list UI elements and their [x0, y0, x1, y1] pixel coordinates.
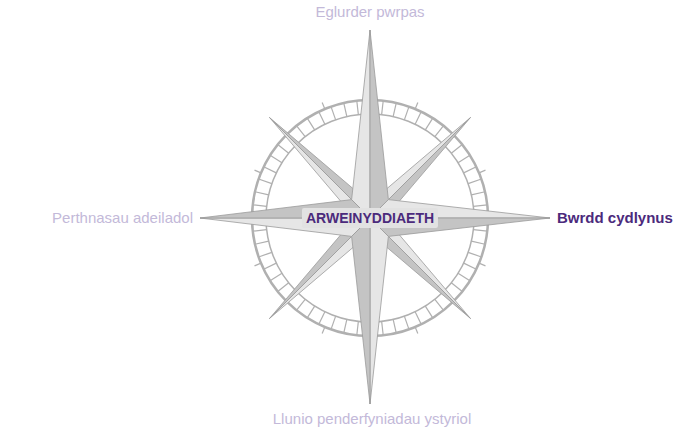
ring-tick — [344, 103, 347, 117]
star-point — [370, 218, 388, 404]
ring-tick — [435, 299, 444, 310]
ring-tick — [451, 283, 462, 292]
ring-tick — [451, 144, 462, 153]
ring-tick — [415, 103, 418, 109]
ring-tick — [473, 230, 487, 232]
direction-label: Bwrdd cydlynus — [557, 209, 673, 227]
direction-label: Eglurder pwrpas — [315, 3, 424, 21]
ring-tick — [479, 263, 485, 266]
ring-tick — [404, 107, 409, 120]
ring-tick — [344, 319, 347, 333]
ring-tick — [458, 155, 470, 162]
ring-tick — [307, 306, 314, 318]
ring-tick — [464, 263, 477, 269]
center-label: ARWEINYDDIAETH — [302, 208, 438, 228]
ring-tick — [382, 321, 384, 335]
ring-tick — [471, 192, 485, 195]
ring-tick — [331, 107, 336, 120]
ring-tick — [296, 299, 305, 310]
ring-tick — [468, 179, 481, 184]
ring-tick — [382, 101, 384, 115]
ring-tick — [479, 170, 485, 173]
ring-tick — [264, 263, 277, 269]
ring-tick — [357, 321, 359, 335]
ring-tick — [331, 316, 336, 329]
ring-tick — [473, 205, 487, 207]
ring-tick — [278, 283, 289, 292]
ring-tick — [255, 241, 269, 244]
star-point — [352, 218, 370, 404]
ring-tick — [357, 101, 359, 115]
ring-tick — [319, 312, 325, 325]
ring-tick — [458, 273, 470, 280]
ring-tick — [425, 306, 432, 318]
ring-tick — [471, 241, 485, 244]
ring-tick — [270, 155, 282, 162]
ring-tick — [296, 126, 305, 137]
ring-tick — [415, 327, 418, 333]
ring-tick — [468, 252, 481, 257]
ring-tick — [435, 126, 444, 137]
star-point — [370, 30, 388, 218]
ring-tick — [255, 170, 261, 173]
ring-tick — [404, 316, 409, 329]
ring-tick — [278, 144, 289, 153]
ring-tick — [415, 112, 421, 125]
direction-label: Llunio penderfyniadau ystyriol — [273, 410, 471, 428]
ring-tick — [255, 263, 261, 266]
ring-tick — [322, 327, 325, 333]
compass-star — [200, 30, 550, 404]
ring-tick — [393, 103, 396, 117]
star-point — [352, 30, 370, 218]
ring-tick — [464, 167, 477, 173]
ring-tick — [253, 230, 267, 232]
ring-tick — [253, 205, 267, 207]
ring-tick — [259, 179, 272, 184]
direction-label: Perthnasau adeiladol — [52, 209, 193, 227]
ring-tick — [322, 103, 325, 109]
ring-tick — [319, 112, 325, 125]
ring-tick — [393, 319, 396, 333]
ring-tick — [264, 167, 277, 173]
ring-tick — [259, 252, 272, 257]
ring-tick — [307, 118, 314, 130]
ring-tick — [415, 312, 421, 325]
ring-tick — [425, 118, 432, 130]
ring-tick — [270, 273, 282, 280]
ring-tick — [255, 192, 269, 195]
